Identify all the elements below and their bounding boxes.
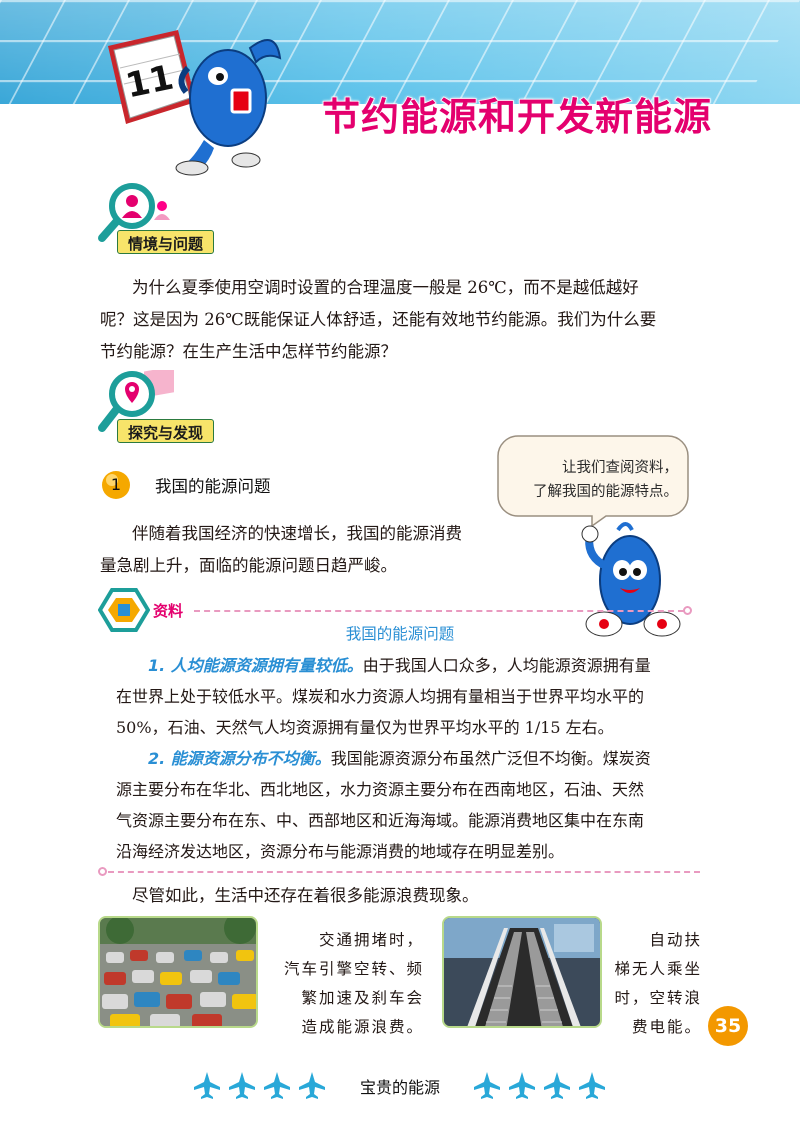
section-tag-situation: 情境与问题 <box>117 230 215 254</box>
material-point-2-line-3: 气资源主要分布在东、中、西部地区和近海海域。能源消费地区集中在东南 <box>116 811 645 830</box>
traffic-caption: 交通拥堵时， 汽车引擎空转、频 繁加速及刹车会 造成能源浪费。 <box>283 931 424 1036</box>
material-point-2-line-2: 源主要分布在华北、西北地区，水力资源主要分布在西南地区，石油、天然 <box>116 780 645 799</box>
mascot-reading-illustration <box>108 30 282 176</box>
material-bottom-divider <box>108 871 700 873</box>
keyword-per-capita-low: 1. 人均能源资源拥有量较低。 <box>148 656 363 675</box>
section-tag-explore: 探究与发现 <box>117 419 215 443</box>
escalator-caption: 自动扶 梯无人乘坐 时，空转浪 费电能。 <box>614 931 702 1036</box>
intro-line-2: 呢？这是因为 26℃既能保证人体舒适，还能有效地节约能源。我们为什么要 <box>100 310 657 329</box>
escalator-photo <box>442 916 602 1028</box>
material-label: 资料 <box>153 602 184 620</box>
footer-airplane-icons-right <box>474 1072 605 1099</box>
material-point-1-line-1: 1. 人均能源资源拥有量较低。由于我国人口众多，人均能源资源拥有量 <box>148 656 651 675</box>
material-point-1-line-2: 在世界上处于较低水平。煤炭和水力资源人均拥有量相当于世界平均水平的 <box>116 687 645 706</box>
topic-title: 我国的能源问题 <box>155 477 271 496</box>
mascot-waving-illustration <box>581 522 681 637</box>
magnifier-people-icon <box>98 183 170 242</box>
magnifier-map-icon <box>98 370 174 432</box>
page-title: 节约能源和开发新能源 <box>321 94 712 140</box>
footer-book-title: 宝贵的能源 <box>359 1078 440 1097</box>
speech-bubble <box>497 435 689 526</box>
topic-number: 1 <box>110 475 122 494</box>
material-point-1-line-3: 50%，石油、天然气人均资源拥有量仅为世界平均水平的 1/15 左右。 <box>116 718 614 737</box>
material-hexagon-icon <box>98 588 150 632</box>
topic-line-1: 伴随着我国经济的快速增长，我国的能源消费 <box>132 524 462 543</box>
topic-line-2: 量急剧上升，面临的能源问题日趋严峻。 <box>100 556 397 575</box>
divider-start-dot <box>98 867 107 876</box>
intro-line-1: 为什么夏季使用空调时设置的合理温度一般是 26℃，而不是越低越好 <box>132 278 639 297</box>
keyword-uneven-distribution: 2. 能源资源分布不均衡。 <box>148 749 331 768</box>
speech-bubble-text: 让我们查阅资料， 了解我国的能源特点。 <box>533 460 678 500</box>
material-point-2-line-1: 2. 能源资源分布不均衡。我国能源资源分布虽然广泛但不均衡。煤炭资 <box>148 749 651 768</box>
topic-number-badge <box>102 471 130 499</box>
material-point-2-line-4: 沿海经济发达地区，资源分布与能源消费的地域存在明显差别。 <box>116 842 565 861</box>
footer-airplane-icons-left <box>194 1072 325 1099</box>
waste-intro: 尽管如此，生活中还存在着很多能源浪费现象。 <box>132 886 479 905</box>
divider-end-dot <box>683 606 692 615</box>
material-top-divider <box>194 610 684 612</box>
material-title: 我国的能源问题 <box>345 625 455 643</box>
traffic-jam-photo <box>98 916 258 1028</box>
page-number: 35 <box>708 1006 748 1046</box>
intro-line-3: 节约能源？在生产生活中怎样节约能源？ <box>100 342 397 361</box>
